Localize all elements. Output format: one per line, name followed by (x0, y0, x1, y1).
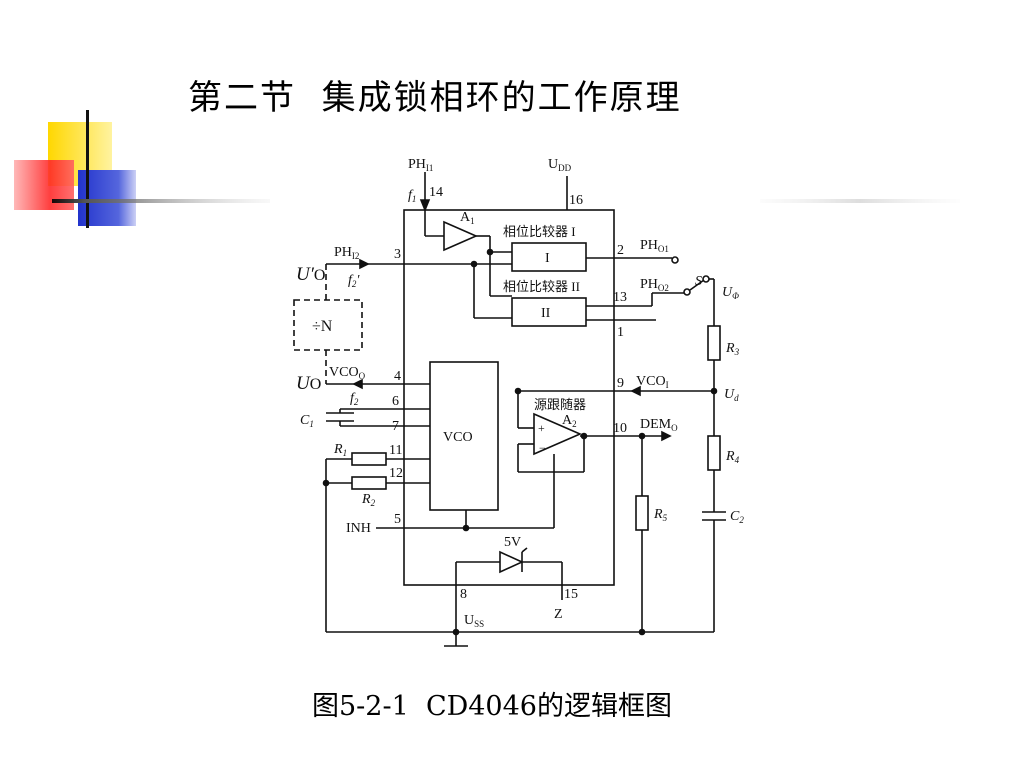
switch-contact-1 (671, 256, 679, 264)
phase-comparator-2-title: 相位比较器 II (503, 279, 580, 294)
a2-label: A2 (562, 413, 577, 429)
switch-contact-2 (683, 288, 691, 296)
switch-s (689, 279, 705, 291)
phase-comparator-1-box (511, 242, 587, 272)
pin5-label: 5 (394, 512, 401, 527)
vco-block-label: VCO (443, 430, 473, 445)
divide-by-n-label: ÷N (312, 318, 333, 335)
u-phi-label: UΦ (722, 285, 739, 301)
pin7-label: 7 (392, 419, 399, 434)
divide-by-n-box (293, 299, 363, 351)
dem-o-label: DEMO (640, 417, 678, 433)
phase-comparator-1-label: I (545, 251, 550, 266)
pin12-label: 12 (389, 466, 403, 481)
r1-resistor (351, 452, 387, 466)
deco-vertical-line (86, 110, 89, 228)
ph-i2-label: PHI2 (334, 245, 359, 261)
phase-comparator-1-title: 相位比较器 I (503, 224, 576, 239)
a2-source-follower (533, 412, 583, 456)
f1-label: f1 (408, 188, 416, 204)
ph-o2-label: PHO2 (640, 277, 669, 293)
deco-horizontal-line (52, 199, 270, 203)
r5-label: R5 (653, 507, 668, 523)
r3-resistor (707, 325, 721, 361)
pin10-label: 10 (613, 421, 627, 436)
r4-label: R4 (725, 449, 740, 465)
c1-label: C1 (300, 413, 314, 429)
phase-comparator-2-label: II (541, 306, 551, 321)
uss-label: USS (464, 613, 484, 629)
figure-caption: 图5-2-1 CD4046的逻辑框图 (312, 691, 672, 722)
pin15-label: 15 (564, 587, 578, 602)
switch-s-label: S (695, 274, 702, 289)
vco-o-label: VCOO (329, 365, 366, 381)
ud-label: Ud (724, 387, 739, 403)
zener-label: 5V (504, 535, 521, 550)
phase-comparator-2-box (511, 297, 587, 327)
source-follower-label: 源跟随器 (534, 397, 586, 412)
pin14-label: 14 (429, 185, 443, 200)
a2-plus-label: + (538, 421, 545, 435)
z-label: Z (554, 607, 563, 622)
r3-label: R3 (725, 341, 740, 357)
vco-i-label: VCOI (636, 374, 669, 390)
r5-resistor (635, 495, 649, 531)
pin8-label: 8 (460, 587, 467, 602)
r4-resistor (707, 435, 721, 471)
c2-label: C2 (730, 509, 744, 525)
pin16-label: 16 (569, 193, 583, 208)
pin14-arrow (419, 199, 431, 213)
a1-label: A1 (460, 210, 475, 226)
pin11-label: 11 (389, 443, 402, 458)
pin6-label: 6 (392, 394, 399, 409)
pin9-label: 9 (617, 376, 624, 391)
pin2-label: 2 (617, 243, 624, 258)
uo-prime-label: U′O (296, 264, 325, 285)
zener-diode (499, 550, 524, 574)
f2-prime-label: f2′ (348, 273, 360, 289)
a2-minus-label: − (539, 441, 546, 455)
pin4-label: 4 (394, 369, 401, 384)
pin1-label: 1 (617, 325, 624, 340)
inh-label: INH (346, 521, 371, 536)
uo-label: UO (296, 373, 321, 394)
ph-o1-label: PHO1 (640, 238, 669, 254)
a1-buffer (443, 220, 478, 252)
udd-label: UDD (548, 157, 572, 173)
f2-label: f2 (350, 391, 359, 407)
deco-horizontal-line-right (760, 199, 960, 203)
pin13-label: 13 (613, 290, 627, 305)
vco-block (429, 361, 499, 511)
ic-outline (403, 209, 615, 586)
r2-label: R2 (361, 492, 376, 508)
slide-title: 第二节 集成锁相环的工作原理 (188, 78, 682, 118)
r1-label: R1 (333, 442, 347, 458)
pin3-label: 3 (394, 247, 401, 262)
ph-i1-label: PHI1 (408, 157, 433, 173)
r2-resistor (351, 476, 387, 490)
